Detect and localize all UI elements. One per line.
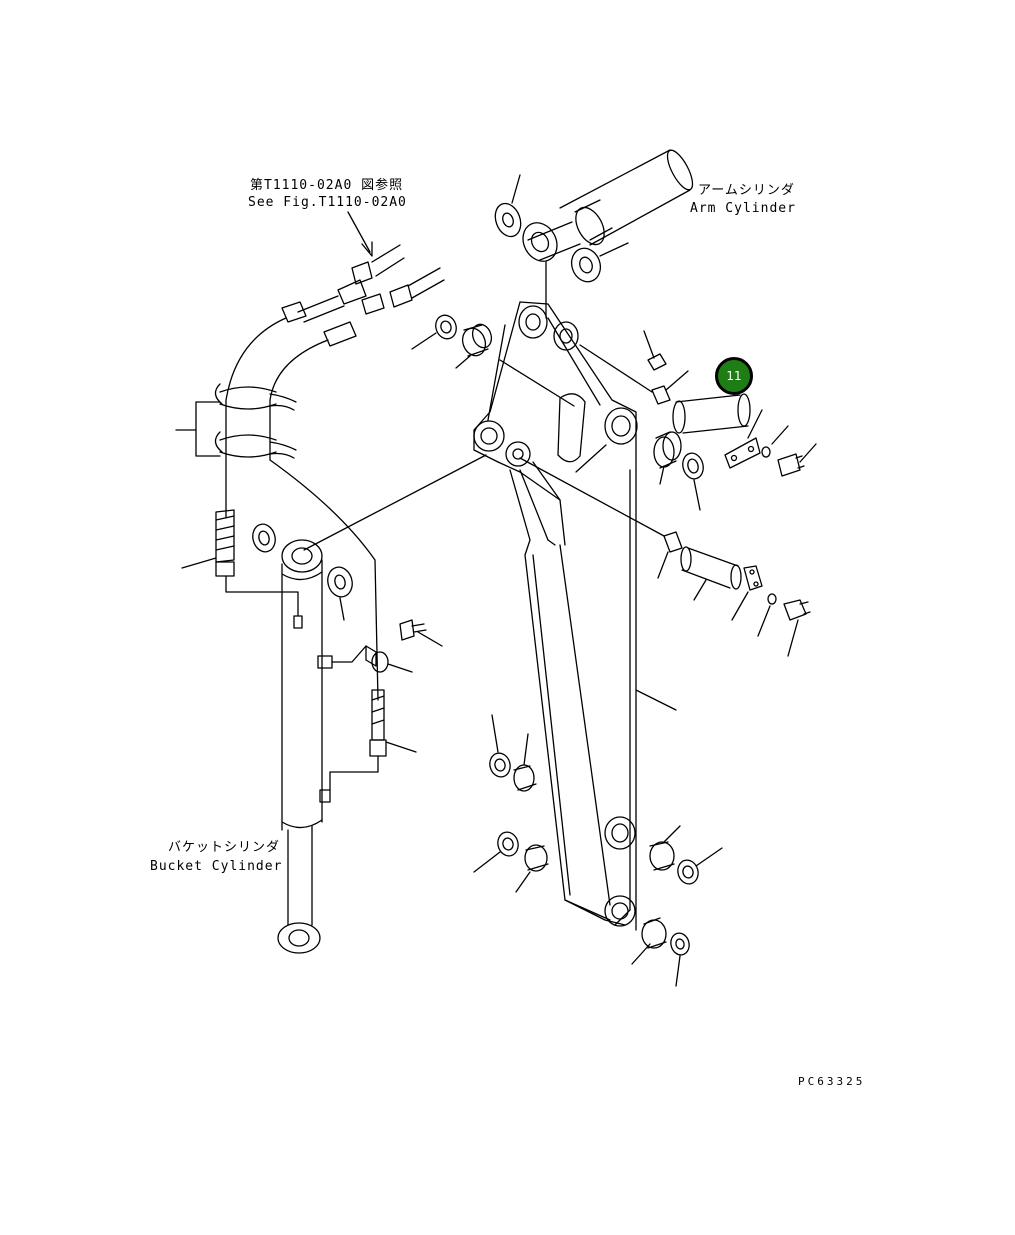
bushing-top-left	[411, 314, 575, 407]
lock-plate-top	[724, 409, 763, 469]
bushing-lower-left-1	[489, 714, 537, 792]
bolt-mid-left	[399, 619, 443, 647]
bolt-lower	[783, 599, 811, 657]
bolt-top-right	[777, 443, 817, 477]
arm-cylinder-label-en: Arm Cylinder	[690, 201, 796, 216]
hose-clamp-right	[331, 645, 413, 673]
bushing-lower-left-2	[473, 831, 549, 893]
arm-cylinder-washer-bottom	[570, 242, 629, 283]
hose-assembly	[175, 211, 445, 701]
hose-fitting-right	[329, 689, 417, 791]
reference-label-en: See Fig.T1110-02A0	[248, 195, 407, 210]
bucket-cylinder-washers	[252, 523, 353, 621]
hose-fitting-left	[181, 509, 299, 617]
washer-top-right	[761, 425, 789, 458]
arm-cylinder-label-jp: アームシリンダ	[698, 183, 795, 198]
bucket-cylinder-label-en: Bucket Cylinder	[150, 859, 283, 874]
bushing-top-right	[653, 431, 704, 511]
grease-fitting-mid	[579, 344, 689, 405]
drawing-code: PC63325	[798, 1075, 866, 1088]
reference-label-jp: 第T1110-02A0 図参照	[250, 178, 404, 193]
bucket-cylinder	[277, 454, 487, 954]
part-callout-11[interactable]: 11	[715, 357, 753, 395]
grease-fitting-top	[643, 330, 667, 371]
bushing-lower-right-1	[649, 825, 723, 885]
washer-lower	[757, 593, 777, 637]
bucket-cylinder-label-jp: バケットシリンダ	[168, 840, 281, 855]
pin-lower	[680, 546, 742, 601]
bushing-lower-right-2	[631, 917, 690, 987]
lock-plate-lower	[731, 565, 763, 621]
grease-fitting-lower	[519, 457, 683, 579]
pin-top	[672, 393, 751, 434]
arm-cylinder-washer-top	[494, 174, 522, 238]
arm-body	[473, 301, 677, 931]
arm-cylinder	[522, 149, 694, 319]
